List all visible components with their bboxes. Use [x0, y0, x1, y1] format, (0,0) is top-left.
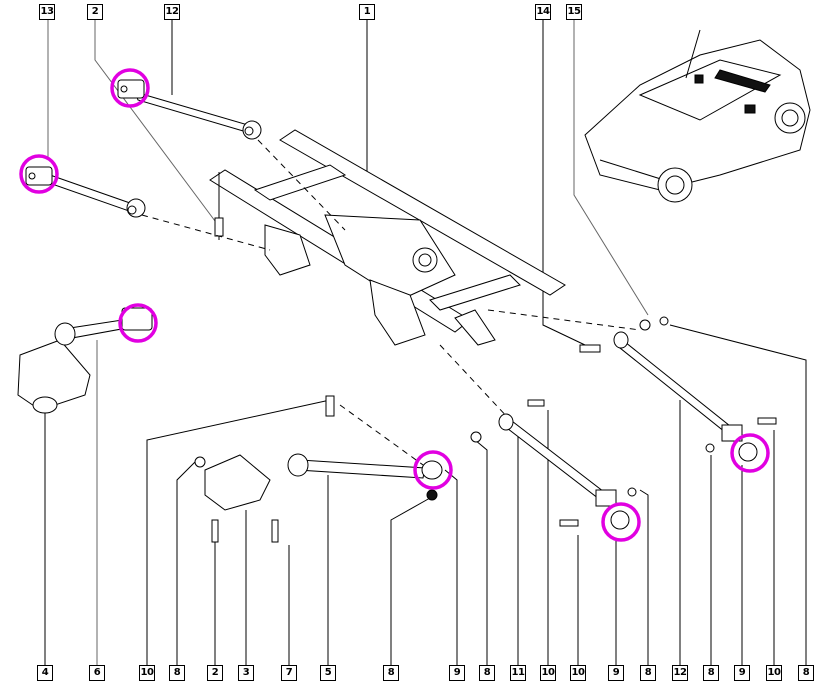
- highlight-bushing: [19, 154, 59, 194]
- callout-8: 8: [479, 665, 495, 681]
- callout-9: 9: [608, 665, 624, 681]
- assembly-lines: [141, 139, 641, 471]
- callout-2: 2: [207, 665, 223, 681]
- bushing-highlights: [19, 68, 770, 542]
- hub-mount-4: [17, 307, 153, 414]
- vehicle-location-inset: [584, 29, 811, 203]
- callout-9: 9: [449, 665, 465, 681]
- callout-15: 15: [566, 4, 582, 20]
- callout-10: 10: [570, 665, 586, 681]
- callout-8: 8: [383, 665, 399, 681]
- callout-4: 4: [37, 665, 53, 681]
- callout-8: 8: [640, 665, 656, 681]
- callout-8: 8: [169, 665, 185, 681]
- callout-7: 7: [281, 665, 297, 681]
- highlight-bushing: [110, 68, 150, 108]
- callout-6: 6: [89, 665, 105, 681]
- bottom-leader-lines: [44, 324, 807, 665]
- rear-subframe-1: [209, 129, 566, 346]
- callout-12: 12: [672, 665, 688, 681]
- rear-link-11: [470, 399, 637, 530]
- callout-8: 8: [703, 665, 719, 681]
- callout-10: 10: [766, 665, 782, 681]
- callout-10: 10: [540, 665, 556, 681]
- highlight-bushing: [413, 450, 453, 490]
- callout-14: 14: [535, 4, 551, 20]
- callout-9: 9: [734, 665, 750, 681]
- callout-12: 12: [164, 4, 180, 20]
- top-leader-lines: [47, 20, 649, 346]
- highlight-bushing: [601, 502, 641, 542]
- callout-3: 3: [238, 665, 254, 681]
- callout-11: 11: [510, 665, 526, 681]
- highlight-bushing: [118, 303, 158, 343]
- trailing-arm-12: [117, 79, 262, 140]
- callout-5: 5: [320, 665, 336, 681]
- highlight-bushing: [730, 433, 770, 473]
- lower-link-5: [194, 395, 443, 543]
- callout-8: 8: [798, 665, 814, 681]
- callout-1: 1: [359, 4, 375, 20]
- callout-10: 10: [139, 665, 155, 681]
- callout-2: 2: [87, 4, 103, 20]
- trailing-arm-13: [25, 166, 146, 218]
- callout-13: 13: [39, 4, 55, 20]
- rear-link-12: [579, 316, 777, 462]
